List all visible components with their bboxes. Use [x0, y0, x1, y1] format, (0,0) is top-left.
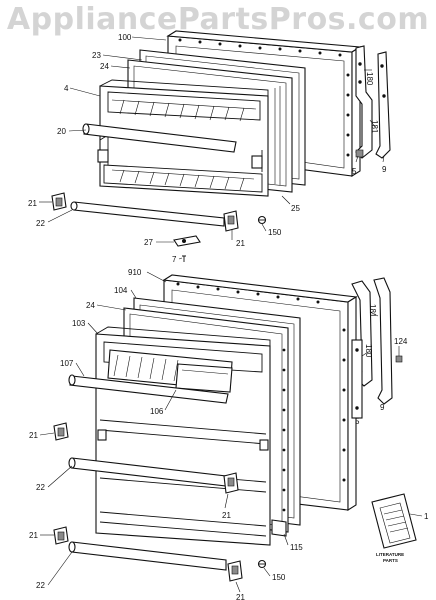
- part-hinge-bracket-freezer[interactable]: [355, 45, 391, 159]
- callout-label: 27: [144, 238, 153, 247]
- callout-label: 181: [368, 304, 377, 318]
- literature-label: PARTS: [383, 558, 398, 563]
- callout-label: 150: [268, 228, 282, 237]
- callout-label: 106: [150, 407, 164, 416]
- part-door-stop[interactable]: [173, 235, 201, 247]
- callout-label: 22: [36, 483, 45, 492]
- leader-lines: [39, 36, 423, 593]
- part-end-cap-fresh-food-right-middle[interactable]: [223, 472, 239, 494]
- part-bracket-fresh-food[interactable]: [271, 519, 287, 537]
- callout-label: 4: [64, 84, 69, 93]
- callout-label: 1: [424, 512, 429, 521]
- literature-label: LITERATURE: [376, 552, 404, 557]
- part-end-cap-freezer-right[interactable]: [223, 210, 239, 232]
- callout-label: 5: [355, 417, 360, 426]
- callout-label: 910: [128, 268, 142, 277]
- callout-label: 25: [291, 204, 300, 213]
- part-literature-booklet[interactable]: [371, 493, 417, 549]
- watermark-logo: AppliancePartsPros.com: [6, 2, 430, 37]
- callout-label: 24: [100, 62, 109, 71]
- callout-label: 180: [365, 72, 374, 86]
- part-stop-screw[interactable]: [182, 255, 186, 262]
- callout-label: 22: [36, 219, 45, 228]
- callout-label: 5: [352, 167, 357, 176]
- part-shelf-bar-freezer[interactable]: [82, 123, 237, 153]
- part-end-cap-fresh-food-left-middle[interactable]: [53, 422, 69, 441]
- callout-label: 150: [272, 573, 286, 582]
- part-shelf-bar-fresh-food[interactable]: [68, 374, 229, 404]
- callout-label: 181: [370, 120, 379, 134]
- callout-label: 22: [36, 581, 45, 590]
- callout-label: 20: [57, 127, 66, 136]
- part-end-cap-fresh-food-right-bottom[interactable]: [227, 560, 243, 582]
- callout-label: 21: [222, 511, 231, 520]
- callout-label: 124: [394, 337, 408, 346]
- callout-label: 21: [236, 593, 245, 600]
- part-hinge-bracket-fresh-food[interactable]: [351, 277, 403, 419]
- freezer-door-assembly: [51, 30, 391, 262]
- callout-label: 7: [172, 255, 177, 264]
- callout-labels: 100 23 24 4 20 180 181 5 9 25 21 22 150 …: [28, 33, 429, 600]
- callout-label: 23: [92, 51, 101, 60]
- part-end-cap-freezer-left[interactable]: [51, 192, 67, 211]
- callout-label: 21: [29, 431, 38, 440]
- part-screw-freezer[interactable]: [257, 215, 267, 225]
- callout-label: 21: [29, 531, 38, 540]
- callout-label: 115: [290, 543, 303, 552]
- part-end-cap-fresh-food-left-bottom[interactable]: [53, 526, 69, 545]
- callout-label: 9: [382, 165, 387, 174]
- callout-label: 180: [364, 344, 373, 358]
- part-dairy-door[interactable]: [175, 363, 233, 393]
- callout-label: 100: [118, 33, 132, 42]
- callout-label: 103: [72, 319, 86, 328]
- part-screw-fresh-food[interactable]: [257, 559, 267, 569]
- callout-label: 9: [380, 403, 385, 412]
- part-door-rail-fresh-food-bottom[interactable]: [68, 541, 227, 571]
- part-door-rail-freezer[interactable]: [70, 201, 225, 227]
- callout-label: 21: [28, 199, 37, 208]
- fresh-food-door-assembly: [53, 274, 417, 582]
- callout-label: 107: [60, 359, 74, 368]
- callout-label: 24: [86, 301, 95, 310]
- callout-label: 21: [236, 239, 245, 248]
- callout-label: 104: [114, 286, 128, 295]
